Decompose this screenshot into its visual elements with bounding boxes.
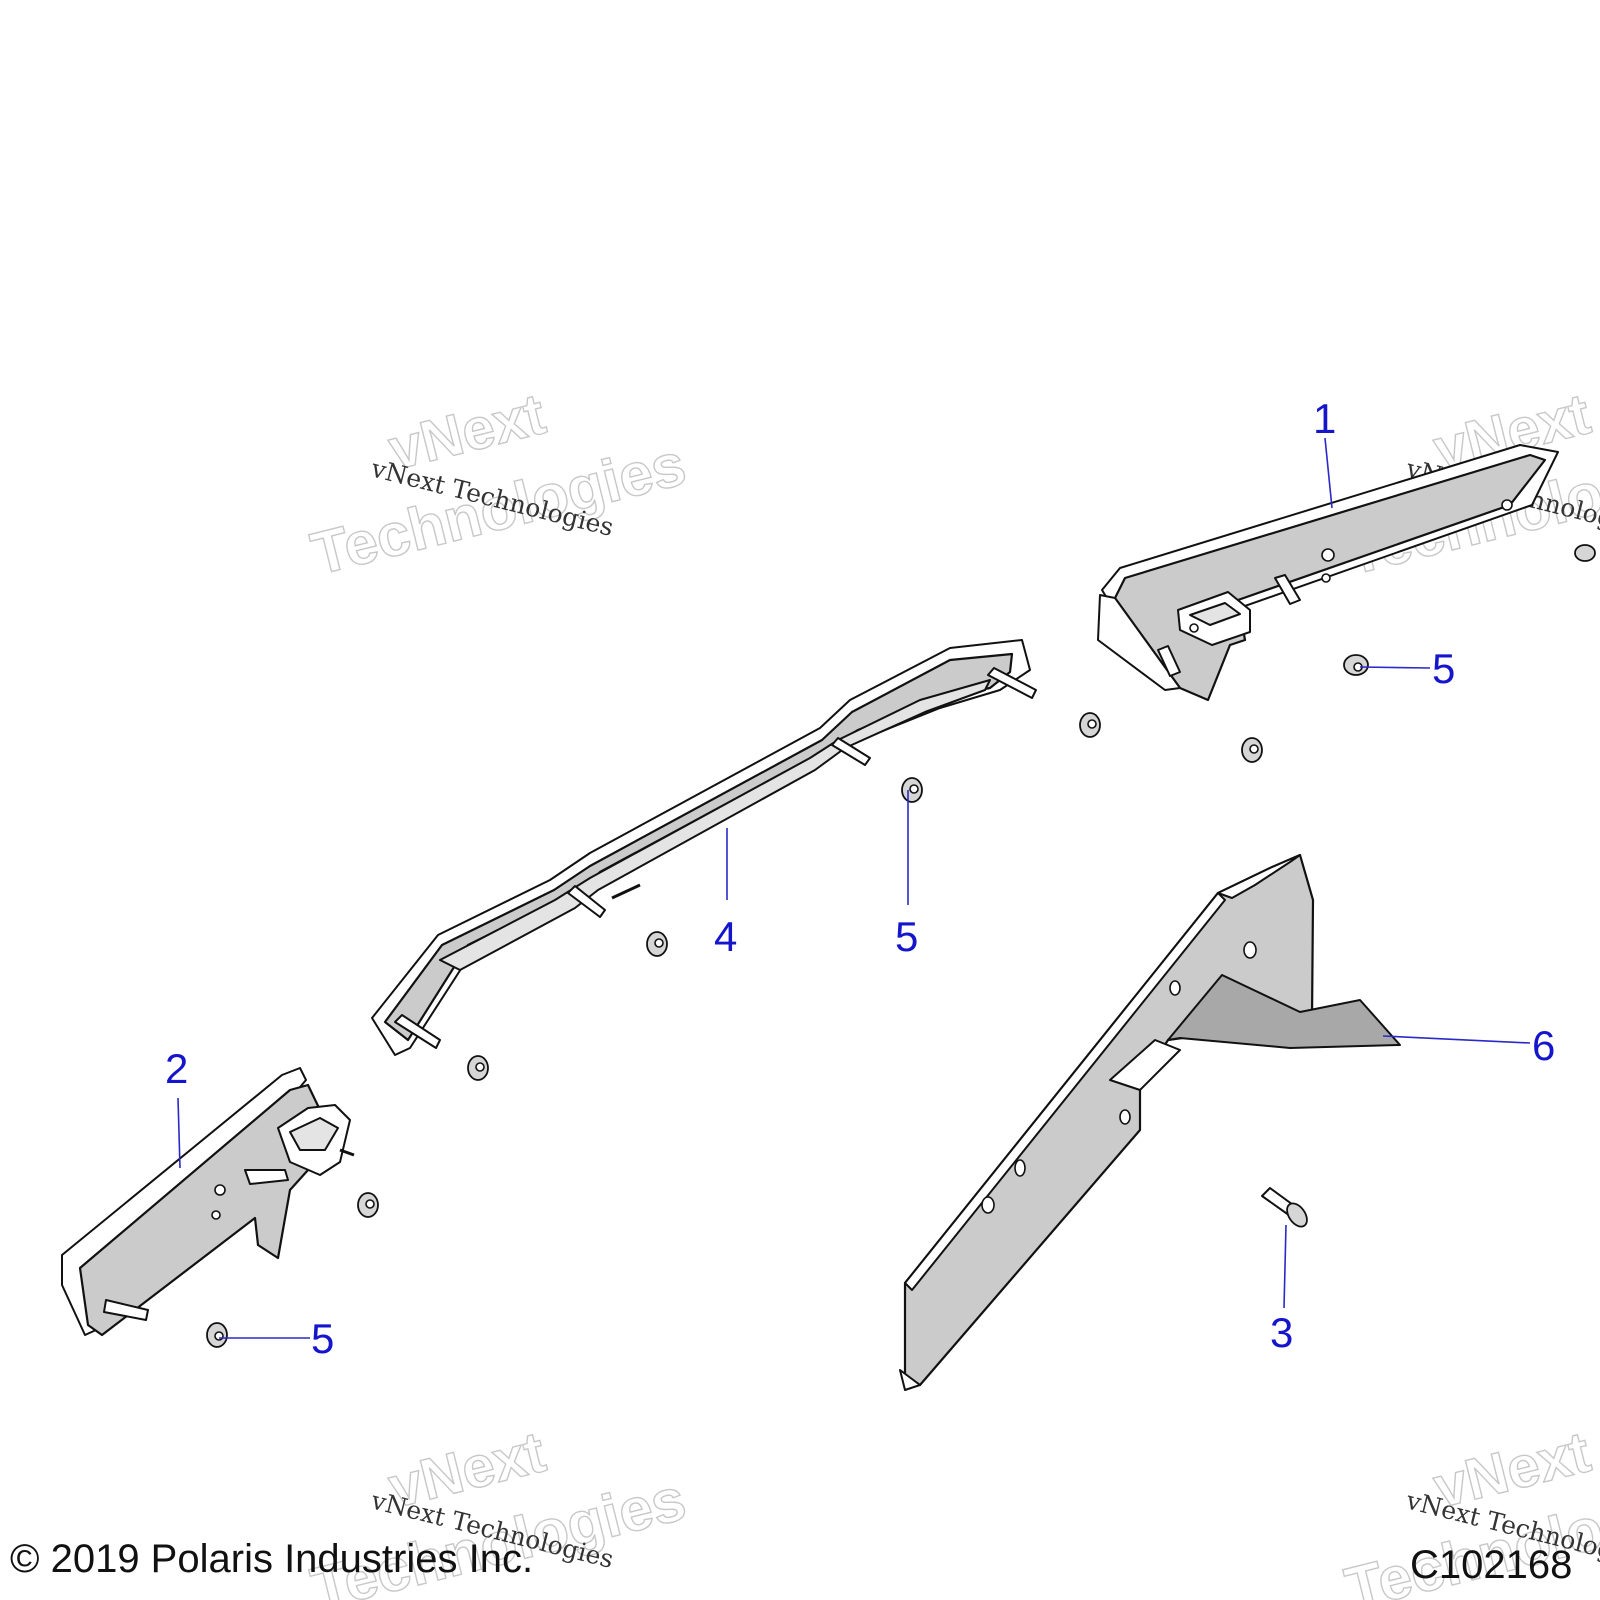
leader-6 — [1382, 1035, 1531, 1044]
part-6-bracket — [899, 853, 1401, 1391]
callout-1: 1 — [1313, 395, 1336, 442]
callout-6: 6 — [1532, 1022, 1555, 1069]
nut — [467, 1055, 489, 1081]
part-4-light-bar — [371, 639, 1037, 1056]
nut-5-center — [901, 777, 923, 803]
callout-3: 3 — [1270, 1309, 1293, 1356]
nut — [1079, 712, 1101, 738]
leader-2 — [177, 1097, 181, 1169]
nut-group — [206, 654, 1369, 1348]
leader-3 — [1283, 1224, 1287, 1309]
nut — [357, 1192, 379, 1218]
callout-5-right: 5 — [1432, 645, 1455, 692]
nut-5-left — [206, 1322, 228, 1348]
leader-lines — [177, 437, 1531, 1339]
leader-1 — [1324, 437, 1333, 509]
callout-2: 2 — [165, 1045, 188, 1092]
part-2-left-tail-light — [61, 1067, 355, 1337]
callout-5-center: 5 — [895, 913, 918, 960]
part-1-right-tail-light — [1097, 444, 1596, 702]
diagram-code: C102168 — [1410, 1543, 1573, 1587]
nut — [646, 931, 668, 957]
copyright-text: © 2019 Polaris Industries Inc. — [10, 1537, 534, 1581]
nut — [1241, 737, 1263, 763]
callout-4: 4 — [714, 913, 737, 960]
nut-5-right — [1343, 654, 1369, 676]
callout-labels: 1 2 3 4 5 5 5 6 — [165, 395, 1555, 1362]
watermark-top-left: vNext Technologies vNext Technologies — [304, 381, 693, 589]
leader-5-right — [1359, 666, 1431, 669]
callout-5-left: 5 — [311, 1315, 334, 1362]
part-3-screw — [1261, 1187, 1308, 1228]
